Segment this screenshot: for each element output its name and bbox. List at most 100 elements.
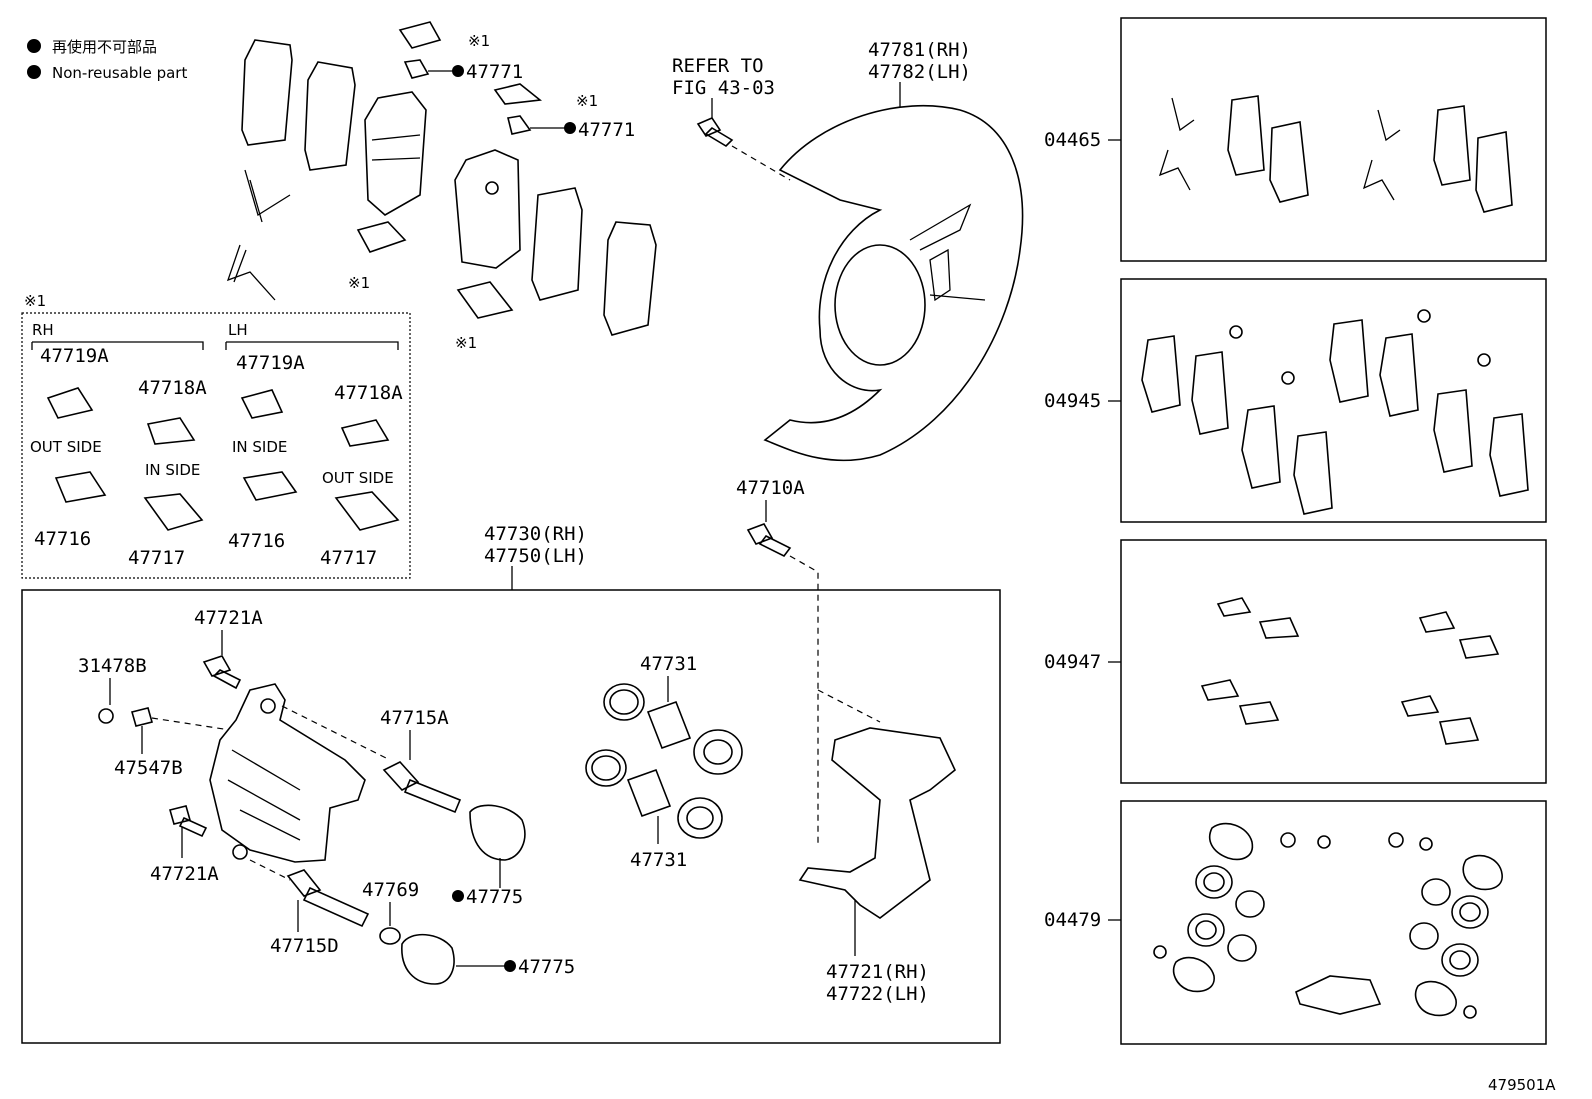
seal-icon xyxy=(1459,902,1481,922)
clip-icon xyxy=(1229,325,1243,339)
non-reusable-dot-icon xyxy=(452,890,464,902)
spring-icon xyxy=(1158,97,1195,191)
shield-rib xyxy=(929,294,986,301)
non-reusable-dot-icon xyxy=(27,65,41,79)
hub-opening xyxy=(834,244,926,366)
clip-icon xyxy=(1216,597,1252,617)
pin-boot-lower xyxy=(401,933,455,985)
piston-seal-inner xyxy=(591,755,621,781)
clip-icon xyxy=(1477,353,1491,367)
pin-boot-upper xyxy=(469,804,526,861)
pad-clip-lower-a xyxy=(356,221,407,253)
refer-line2: FIG 43-03 xyxy=(672,77,775,99)
lh-out-side: OUT SIDE xyxy=(322,469,394,487)
anti-rattle-spring-upper xyxy=(244,169,291,223)
clip-shape xyxy=(334,491,400,531)
label-47547B: 47547B xyxy=(114,757,183,779)
legend-en: Non-reusable part xyxy=(52,64,187,82)
seal-icon xyxy=(1409,922,1439,950)
kit-04945: 04945 xyxy=(1044,278,1547,523)
caliper-pin-hole xyxy=(260,698,276,714)
brake-pad-group: ※1 ※1 ※1 ※1 47771 47771 xyxy=(226,21,657,352)
legend: 再使用不可部品 Non-reusable part xyxy=(27,38,187,82)
inset-lh: LH xyxy=(228,321,248,339)
kit-code: 04465 xyxy=(1044,129,1101,151)
clip-icon xyxy=(1417,309,1431,323)
label-47731-top: 47731 xyxy=(640,653,697,675)
seal-icon xyxy=(1421,878,1451,906)
label-47782: 47782(LH) xyxy=(868,61,971,83)
cap-icon xyxy=(1317,835,1331,849)
caliper-body xyxy=(209,683,366,863)
label-47775-lower: 47775 xyxy=(518,956,575,978)
note-mark: ※1 xyxy=(348,274,370,292)
slide-pin-47715D xyxy=(286,869,370,928)
clip-icon xyxy=(1281,371,1295,385)
kit-code: 04947 xyxy=(1044,651,1101,673)
label-47721A-top: 47721A xyxy=(194,607,263,629)
label-47771-upper: 47771 xyxy=(466,61,523,83)
cap-icon xyxy=(1280,832,1296,848)
shim-icon xyxy=(1191,351,1229,435)
lh-47719A: 47719A xyxy=(236,352,305,374)
seal-icon xyxy=(1203,872,1225,892)
pad-clip-mid xyxy=(493,83,543,105)
label-47730: 47730(RH) xyxy=(484,523,587,545)
non-reusable-dot-icon xyxy=(27,39,41,53)
shim-icon xyxy=(1489,413,1529,497)
label-47731-bot: 47731 xyxy=(630,849,687,871)
brake-pad-inner xyxy=(454,149,521,269)
pin-bushing xyxy=(379,927,401,945)
note-mark: ※1 xyxy=(24,292,46,310)
bleeder-plug xyxy=(131,707,153,727)
non-reusable-dot-icon xyxy=(504,960,516,972)
clip-shape xyxy=(46,387,94,419)
label-47710A: 47710A xyxy=(736,477,805,499)
clip-icon xyxy=(1258,617,1300,639)
shield-rib xyxy=(909,203,972,251)
shield-vent xyxy=(929,248,951,302)
legend-jp: 再使用不可部品 xyxy=(52,38,157,56)
clip-47771-upper xyxy=(403,59,430,79)
caliper-bolt-bottom xyxy=(169,805,208,838)
label-47781: 47781(RH) xyxy=(868,39,971,61)
anti-rattle-spring-lower xyxy=(226,244,276,301)
bleeder-cap xyxy=(98,708,114,724)
inset-box xyxy=(21,312,411,579)
label-47775-upper: 47775 xyxy=(466,886,523,908)
mounting-bolt-47710A xyxy=(746,523,792,558)
clip-icon xyxy=(1400,695,1440,717)
clip-icon xyxy=(1418,611,1456,633)
seal-icon xyxy=(1195,920,1217,940)
clip-47771-lower xyxy=(507,115,532,135)
clip-inset: ※1 RH LH 47719A 47718A OUT SIDE IN SIDE … xyxy=(21,292,411,579)
clip-shape xyxy=(146,417,196,445)
cap-icon xyxy=(1463,1005,1477,1019)
pad-icon xyxy=(1433,105,1471,186)
label-47771-lower: 47771 xyxy=(578,119,635,141)
kit-04479: 04479 xyxy=(1044,800,1547,1045)
brake-pad-outer xyxy=(364,91,427,216)
rh-47716: 47716 xyxy=(34,528,91,550)
boot-icon xyxy=(1172,956,1215,993)
caliper-bolt-top xyxy=(202,655,242,690)
clip-shape xyxy=(240,389,284,419)
label-31478B: 31478B xyxy=(78,655,147,677)
caliper-assembly: 47721A 31478B 47547B 47721A 47715A 47769… xyxy=(78,607,956,1005)
clip-shape xyxy=(242,471,298,501)
kit-04465: 04465 xyxy=(1044,17,1547,262)
piston xyxy=(646,700,692,750)
pad-hole xyxy=(485,181,499,195)
note-mark: ※1 xyxy=(455,334,477,352)
seal-icon xyxy=(1227,934,1257,962)
clip-shape xyxy=(340,419,390,447)
piston xyxy=(626,768,672,818)
spring-icon xyxy=(1362,109,1401,201)
grease-packet-icon xyxy=(1295,975,1382,1015)
cap-icon xyxy=(1419,837,1433,851)
pad-icon xyxy=(1227,95,1265,176)
pad-lines xyxy=(371,134,421,161)
label-47715A: 47715A xyxy=(380,707,449,729)
lh-in-side: IN SIDE xyxy=(232,438,287,456)
